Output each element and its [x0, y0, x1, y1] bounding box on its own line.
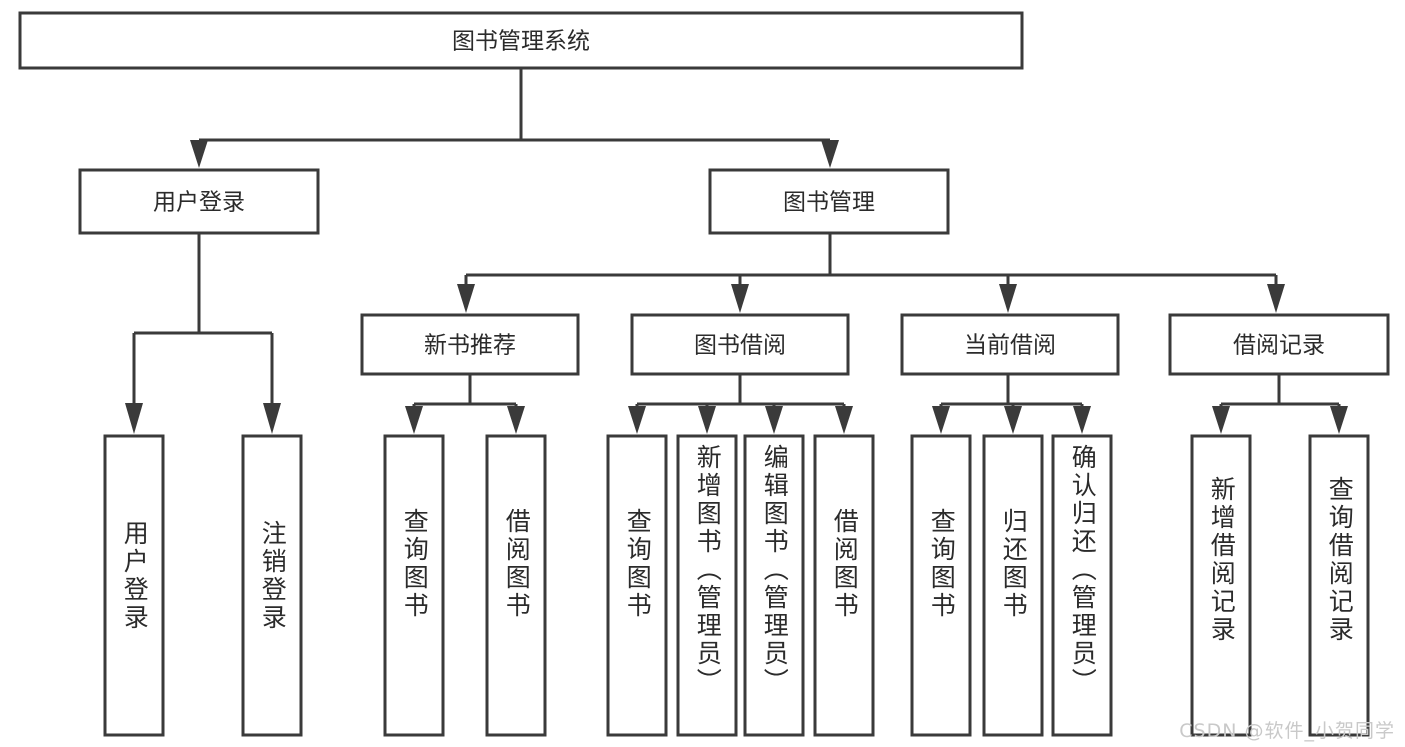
leaf-add-book-admin-rect[interactable] [676, 434, 738, 737]
connectors-new-book-recommend-to-leaves [405, 374, 525, 434]
leaf-query-book-current-rect[interactable] [910, 434, 972, 737]
arrow-head-leaf-return-book [1004, 406, 1022, 434]
leaf-confirm-return-admin-rect[interactable] [1051, 434, 1113, 737]
node-current-borrow-rect[interactable] [900, 313, 1120, 376]
node-user-login-rect[interactable] [78, 168, 320, 235]
arrow-head-leaf-user-login [125, 403, 143, 434]
arrow-head-leaf-query-book-current [932, 406, 950, 434]
leaf-return-book-rect[interactable] [982, 434, 1044, 737]
arrow-head-current-borrow [999, 284, 1017, 313]
arrow-head-leaf-add-book-admin [698, 406, 716, 434]
connectors-user-login-to-leaves [125, 233, 281, 434]
node-root-label: 图书管理系统 [452, 29, 590, 55]
arrow-head-leaf-query-book-rec [405, 406, 423, 434]
leaf-query-borrow-record-rect[interactable] [1308, 434, 1370, 737]
leaf-borrow-book-rect[interactable] [813, 434, 875, 737]
leaf-query-book-borrow-rect[interactable] [606, 434, 668, 737]
node-user-login-label: 用户登录 [153, 190, 245, 216]
csdn-watermark: CSDN @软件_小贺同学 [1179, 720, 1395, 742]
node-current-borrow-label: 当前借阅 [964, 333, 1056, 359]
arrow-head-leaf-query-borrow-record [1330, 406, 1348, 434]
leaf-query-book-rec-rect[interactable] [383, 434, 445, 737]
arrow-head-book-management [821, 140, 839, 168]
arrow-head-leaf-borrow-book [835, 406, 853, 434]
leaf-borrow-book-rec-rect[interactable] [485, 434, 547, 737]
leaf-edit-book-admin-rect[interactable] [743, 434, 805, 737]
node-root-rect[interactable] [18, 11, 1024, 70]
arrow-head-borrow-record [1267, 284, 1285, 313]
arrow-head-leaf-borrow-book-rec [507, 406, 525, 434]
node-new-book-recommend-label: 新书推荐 [424, 333, 516, 359]
node-user-login[interactable]: 用户登录 [78, 168, 320, 235]
arrow-head-new-book-recommend [457, 284, 475, 313]
arrow-head-leaf-add-borrow-record [1212, 406, 1230, 434]
arrow-head-book-borrow [731, 284, 749, 313]
node-root[interactable]: 图书管理系统 [18, 11, 1024, 70]
arrow-head-leaf-confirm-return-admin [1073, 406, 1091, 434]
connectors-book-management-to-level3 [457, 233, 1285, 313]
connectors-borrow-record-to-leaves [1212, 374, 1348, 434]
node-book-borrow-rect[interactable] [630, 313, 850, 376]
node-current-borrow[interactable]: 当前借阅 [900, 313, 1120, 376]
connectors-root-to-level2 [190, 68, 839, 168]
arrow-head-leaf-edit-book-admin [765, 406, 783, 434]
node-borrow-record-label: 借阅记录 [1233, 333, 1325, 359]
node-new-book-recommend[interactable]: 新书推荐 [360, 313, 580, 376]
arrow-head-leaf-query-book-borrow [628, 406, 646, 434]
node-borrow-record-rect[interactable] [1168, 313, 1390, 376]
node-book-management-label: 图书管理 [783, 190, 875, 216]
leaf-user-login-rect[interactable] [103, 434, 165, 737]
node-book-management-rect[interactable] [708, 168, 950, 235]
arrow-head-leaf-user-logout [263, 403, 281, 434]
node-book-management[interactable]: 图书管理 [708, 168, 950, 235]
node-book-borrow-label: 图书借阅 [694, 333, 786, 359]
connectors-current-borrow-to-leaves [932, 374, 1091, 434]
leaf-user-logout-rect[interactable] [241, 434, 303, 737]
leaf-add-borrow-record-rect[interactable] [1190, 434, 1252, 737]
node-new-book-recommend-rect[interactable] [360, 313, 580, 376]
leaf-rects [103, 434, 1370, 737]
node-borrow-record[interactable]: 借阅记录 [1168, 313, 1390, 376]
connectors-book-borrow-to-leaves [628, 374, 853, 434]
arrow-head-user-login [190, 140, 208, 168]
node-book-borrow[interactable]: 图书借阅 [630, 313, 850, 376]
